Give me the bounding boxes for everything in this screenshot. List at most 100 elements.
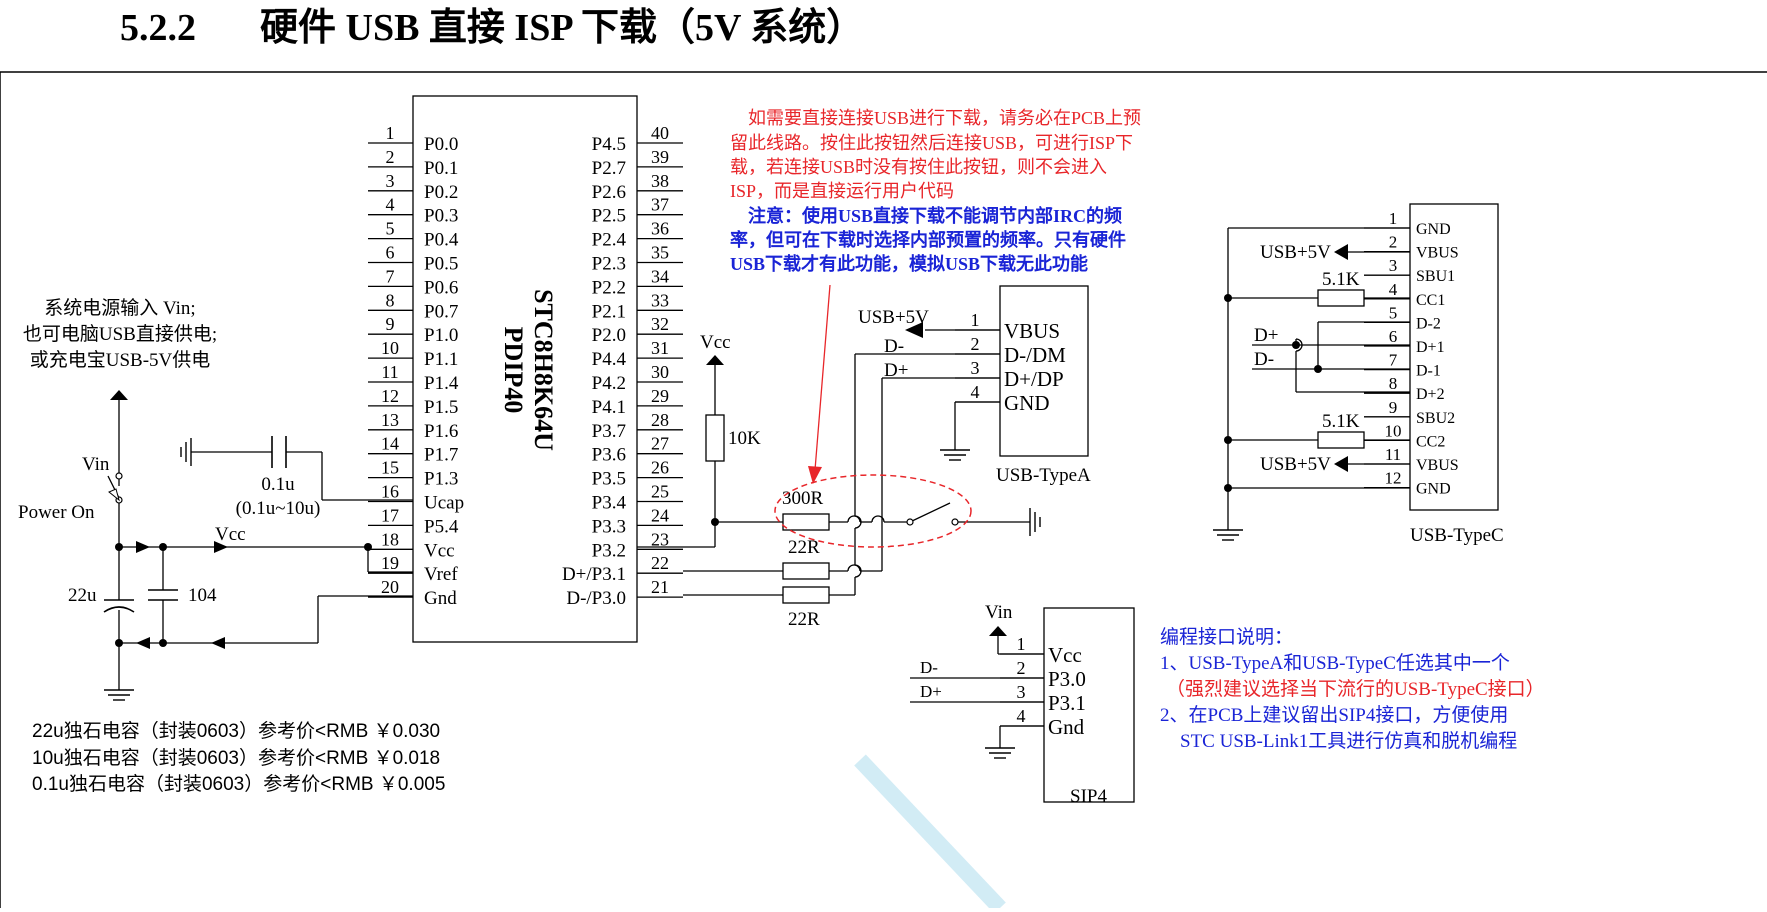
pin-label: P1.6 bbox=[424, 421, 458, 442]
switch-resistor-label: 300R bbox=[782, 488, 824, 509]
pin-number: 3 bbox=[971, 358, 980, 378]
usb-typea-name: USB-TypeA bbox=[996, 465, 1091, 486]
pin-number: 33 bbox=[651, 290, 669, 310]
pin-label: P2.2 bbox=[592, 277, 626, 298]
flow-arrow-icon bbox=[136, 637, 150, 649]
note-pointer-line bbox=[814, 284, 831, 471]
power-switch-label: Power On bbox=[18, 502, 95, 523]
pin-number: 16 bbox=[381, 482, 399, 502]
ground-icon bbox=[1029, 508, 1041, 536]
sip4-dm-net: D- bbox=[920, 658, 938, 677]
pin-number: 1 bbox=[386, 123, 395, 143]
pin-number: 5 bbox=[1389, 303, 1398, 322]
blue-note-2: 率，但可在下载时选择内部预置的频率。只有硬件 bbox=[730, 229, 1126, 250]
cap-22u-curve bbox=[103, 606, 135, 613]
typec-cc2-res: 5.1K bbox=[1322, 411, 1360, 432]
sip4-name: SIP4 bbox=[1070, 786, 1107, 807]
pin-number: 31 bbox=[651, 338, 669, 358]
pin-number: 13 bbox=[381, 410, 399, 430]
pin-number: 3 bbox=[386, 171, 395, 191]
pin-label: Vref bbox=[424, 564, 458, 585]
mcu-body bbox=[412, 95, 638, 643]
bom-line-2: 10u独石电容（封装0603）参考价<RMB ￥0.018 bbox=[32, 747, 440, 769]
junction-dot bbox=[115, 639, 123, 647]
pin-number: 10 bbox=[1385, 421, 1402, 440]
pin-label: P0.1 bbox=[424, 158, 458, 179]
flow-arrow-icon bbox=[136, 541, 150, 553]
pin-number: 12 bbox=[1385, 469, 1402, 488]
usba-dp-net: D+ bbox=[884, 360, 908, 381]
ground-icon bbox=[985, 747, 1015, 759]
mcu-left-pins: 1P0.02P0.13P0.24P0.35P0.46P0.57P0.68P0.7… bbox=[368, 123, 464, 609]
red-note-2: 留此线路。按住此按钮然后连接USB，可进行ISP下 bbox=[730, 133, 1133, 153]
ucap-cap-value: 0.1u bbox=[261, 474, 295, 495]
pin-number: 1 bbox=[971, 310, 980, 330]
highlight-ellipse bbox=[774, 474, 972, 548]
pin-label: Gnd bbox=[1048, 715, 1085, 739]
pin-label: P0.5 bbox=[424, 254, 458, 275]
cap-104-label: 104 bbox=[188, 585, 217, 606]
vcc-arrow-icon bbox=[706, 355, 724, 365]
pin-label: P2.0 bbox=[592, 325, 626, 346]
pin-label: P4.4 bbox=[592, 349, 627, 370]
bom-line-1: 22u独石电容（封装0603）参考价<RMB ￥0.030 bbox=[32, 720, 440, 742]
pin-number: 11 bbox=[1385, 445, 1401, 464]
pin-number: 6 bbox=[1389, 327, 1398, 346]
typec-vbus-net-bottom: USB+5V bbox=[1260, 454, 1331, 475]
typec-vbus-net-top: USB+5V bbox=[1260, 242, 1331, 263]
pin-number: 2 bbox=[386, 147, 395, 167]
pin-number: 35 bbox=[651, 243, 669, 263]
pin-label: P2.3 bbox=[592, 254, 626, 275]
sip4-wiring bbox=[910, 636, 1044, 748]
junction-dot bbox=[711, 518, 719, 526]
usb5v-arrow-icon bbox=[1334, 244, 1348, 260]
typec-dm-net: D- bbox=[1254, 349, 1274, 370]
usb-typec-body bbox=[1409, 203, 1499, 511]
pin-number: 40 bbox=[651, 123, 669, 143]
pin-number: 2 bbox=[971, 334, 980, 354]
pin-number: 10 bbox=[381, 338, 399, 358]
pin-number: 36 bbox=[651, 219, 669, 239]
usba-dm-net: D- bbox=[884, 336, 904, 357]
junction-dot bbox=[115, 543, 123, 551]
prog-desc-1: 1、USB-TypeA和USB-TypeC任选其中一个 bbox=[1160, 652, 1510, 674]
pin-label: P0.7 bbox=[424, 301, 458, 322]
pin-label: D+/P3.1 bbox=[562, 564, 626, 585]
pin-number: 8 bbox=[1389, 374, 1398, 393]
pin-number: 14 bbox=[381, 434, 399, 454]
section-number: 5.2.2 bbox=[120, 7, 196, 49]
junction-dot bbox=[1224, 484, 1232, 492]
pin-label: P1.1 bbox=[424, 349, 458, 370]
mcu-package: PDIP40 bbox=[499, 327, 528, 414]
pin-label: P1.4 bbox=[424, 373, 459, 394]
pin-number: 32 bbox=[651, 314, 669, 334]
pin-label: P1.3 bbox=[424, 469, 458, 490]
pin-label: P1.5 bbox=[424, 397, 458, 418]
pin-label: GND bbox=[1416, 481, 1451, 498]
page-frame bbox=[0, 71, 1767, 908]
pin-number: 17 bbox=[381, 505, 399, 525]
pin-label: D+/DP bbox=[1004, 367, 1064, 391]
pin-label: P2.4 bbox=[592, 230, 627, 251]
usb-typec-name: USB-TypeC bbox=[1410, 525, 1504, 546]
pin-label: P3.0 bbox=[1048, 667, 1086, 691]
vcc-net-label: Vcc bbox=[700, 332, 731, 353]
pin-number: 25 bbox=[651, 482, 669, 502]
pin-number: 34 bbox=[651, 266, 669, 286]
red-note-4: ISP，而是直接运行用户代码 bbox=[730, 181, 954, 201]
junction-dot bbox=[1314, 365, 1322, 373]
pin-label: D-2 bbox=[1416, 315, 1441, 332]
usb-typec-pins: 1GND2VBUS3SBU14CC15D-26D+17D-18D+29SBU21… bbox=[1364, 209, 1459, 498]
junction-dot bbox=[159, 543, 167, 551]
junction-dot bbox=[1224, 294, 1232, 302]
pin-label: P2.7 bbox=[592, 158, 626, 179]
pin-number: 7 bbox=[1389, 351, 1398, 370]
pin-number: 22 bbox=[651, 553, 669, 573]
switch-contact-icon bbox=[115, 472, 123, 480]
power-desc-2: 也可电脑USB直接供电; bbox=[23, 323, 217, 345]
pin-number: 9 bbox=[1389, 398, 1398, 417]
junction-dot bbox=[1292, 341, 1300, 349]
